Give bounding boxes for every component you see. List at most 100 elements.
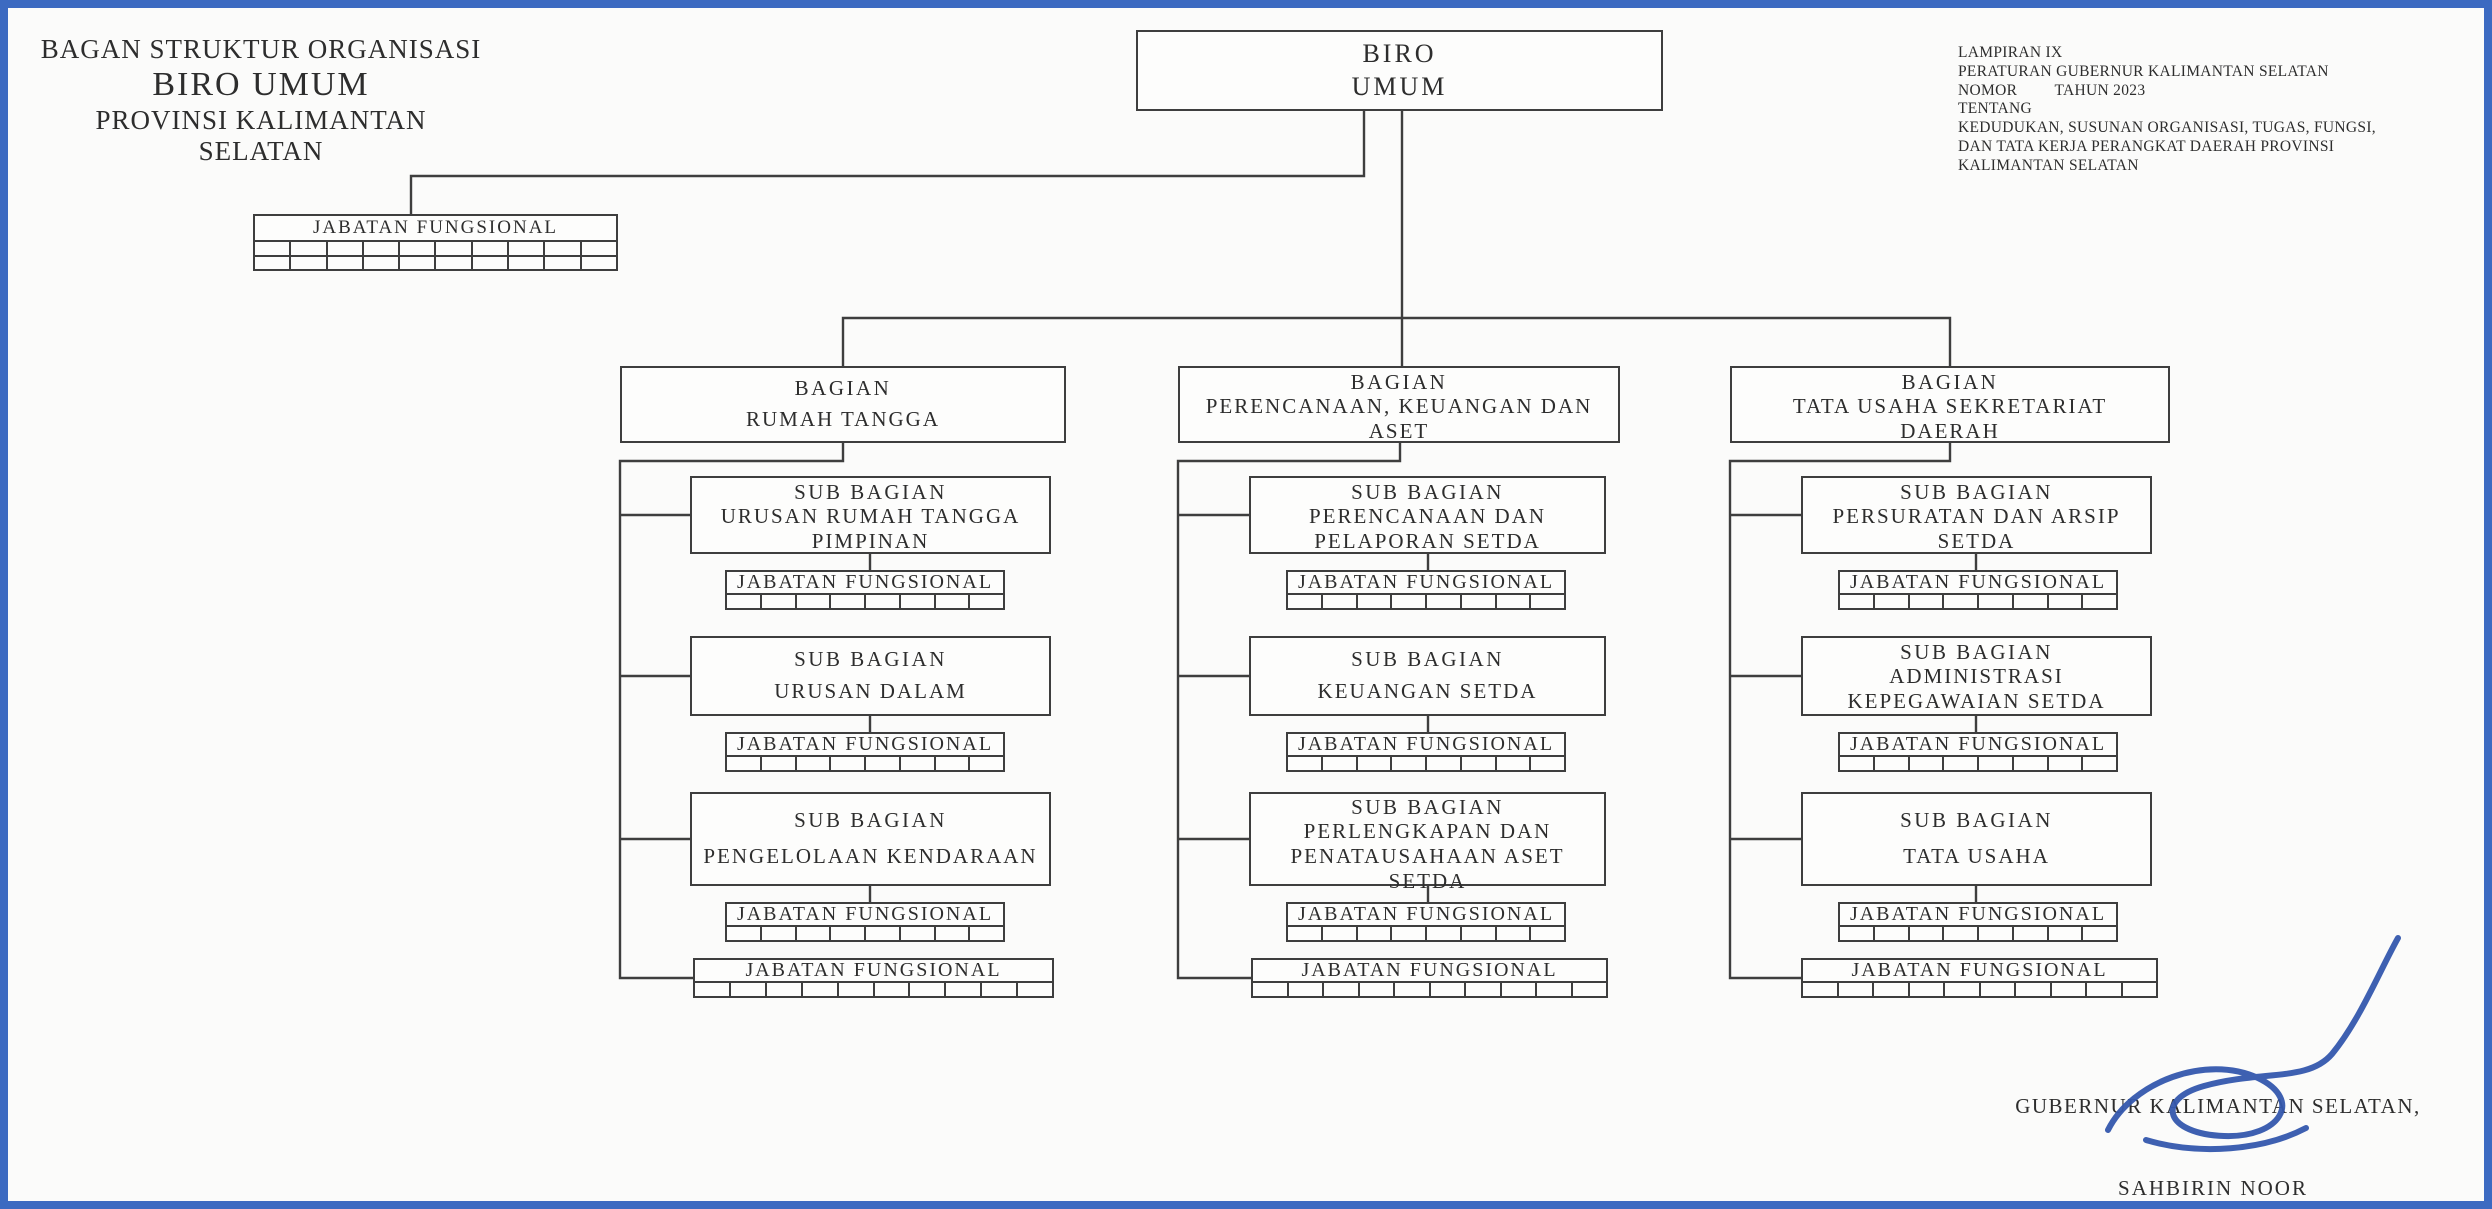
jabatan-cell	[579, 242, 616, 255]
jabatan-fungsional-label: JABATAN FUNGSIONAL	[727, 904, 1003, 927]
jabatan-cell	[1836, 983, 1873, 996]
sub-bagian-name: TATA USAHA	[1903, 844, 2050, 869]
jabatan-cell	[759, 757, 795, 770]
connector-bagian-branch	[841, 316, 1952, 366]
jabatan-cell	[1494, 757, 1530, 770]
chart-title: BAGAN STRUKTUR ORGANISASI BIRO UMUM PROV…	[36, 34, 486, 167]
jabatan-cell	[2014, 983, 2050, 996]
jabatan-cell	[728, 983, 765, 996]
jabatan-cell	[872, 983, 909, 996]
jabatan-cell	[1529, 595, 1564, 608]
bagian-box: BAGIAN TATA USAHA SEKRETARIAT DAERAH	[1730, 366, 2170, 443]
bagian-title: BAGIAN	[1350, 370, 1448, 394]
jabatan-cell	[1459, 757, 1495, 770]
biro-umum-line1: BIRO	[1362, 38, 1437, 68]
jabatan-cell	[543, 256, 579, 269]
jabatan-cell	[968, 757, 1003, 770]
jabatan-cell-row	[727, 757, 1003, 770]
jabatan-cell	[543, 242, 579, 255]
jabatan-cell	[1977, 757, 2012, 770]
connector-root-to-jabatan	[409, 111, 1366, 214]
jabatan-cell	[398, 256, 434, 269]
jabatan-cell	[1942, 927, 1977, 940]
jabatan-cell	[579, 256, 616, 269]
jabatan-cell	[434, 256, 470, 269]
jabatan-fungsional-label: JABATAN FUNGSIONAL	[1840, 572, 2116, 595]
sub-bagian-name: PERSURATAN DAN ARSIP SETDA	[1832, 504, 2121, 553]
biro-umum-box: BIRO UMUM	[1136, 30, 1663, 111]
jabatan-cell	[1907, 757, 1943, 770]
jabatan-cell	[1872, 757, 1908, 770]
sub-bagian-title: SUB BAGIAN	[794, 808, 947, 833]
jabatan-cell	[933, 595, 969, 608]
jabatan-cell	[1907, 983, 1944, 996]
jabatan-cell	[2011, 595, 2047, 608]
jabatan-cell-row	[1840, 757, 2116, 770]
jabatan-cell	[325, 256, 362, 269]
jabatan-cell	[1535, 983, 1571, 996]
jabatan-cell	[1425, 757, 1460, 770]
jabatan-cell	[864, 595, 899, 608]
jabatan-fungsional-label: JABATAN FUNGSIONAL	[255, 216, 616, 242]
jabatan-cell	[1907, 927, 1943, 940]
jabatan-cell	[980, 983, 1016, 996]
jabatan-cell	[829, 757, 864, 770]
jabatan-cell	[1872, 983, 1908, 996]
sub-bagian-title: SUB BAGIAN	[1351, 480, 1504, 504]
bagian-name: RUMAH TANGGA	[745, 406, 941, 431]
jabatan-cell	[1357, 983, 1394, 996]
jabatan-fungsional-label: JABATAN FUNGSIONAL	[1253, 960, 1606, 983]
jabatan-cell	[1355, 595, 1391, 608]
chart-title-line3: PROVINSI KALIMANTAN SELATAN	[95, 105, 427, 166]
jabatan-cell-row	[1288, 757, 1564, 770]
jabatan-cell	[898, 757, 934, 770]
lampiran-line: KEDUDUKAN, SUSUNAN ORGANISASI, TUGAS, FU…	[1958, 119, 2376, 137]
jabatan-cell	[1977, 927, 2012, 940]
sub-bagian-box: SUB BAGIAN KEUANGAN SETDA	[1249, 636, 1606, 716]
jabatan-cell	[933, 757, 969, 770]
bagian-box: BAGIAN PERENCANAAN, KEUANGAN DAN ASET	[1178, 366, 1620, 443]
jabatan-cell	[398, 242, 434, 255]
jabatan-fungsional-box: JABATAN FUNGSIONAL	[725, 732, 1005, 772]
sub-bagian-box: SUB BAGIAN PERENCANAAN DAN PELAPORAN SET…	[1249, 476, 1606, 554]
jabatan-cell-row	[1288, 595, 1564, 608]
sub-bagian-title: SUB BAGIAN	[1351, 647, 1504, 672]
sub-bagian-name: URUSAN RUMAH TANGGA PIMPINAN	[720, 504, 1021, 553]
sub-bagian-name: PERENCANAAN DAN PELAPORAN SETDA	[1308, 504, 1547, 553]
jabatan-cell	[1428, 983, 1465, 996]
jabatan-cell	[2120, 983, 2157, 996]
jabatan-cell-row	[695, 983, 1052, 996]
jabatan-fungsional-label: JABATAN FUNGSIONAL	[727, 734, 1003, 757]
jabatan-cell	[794, 927, 830, 940]
jabatan-cell	[1393, 983, 1429, 996]
connector-lines	[409, 111, 1978, 980]
sub-bagian-title: SUB BAGIAN	[1900, 808, 2053, 833]
jabatan-cell	[1320, 757, 1356, 770]
jabatan-fungsional-box: JABATAN FUNGSIONAL	[1801, 958, 2158, 998]
jabatan-cell	[1286, 983, 1323, 996]
jabatan-cell	[1529, 757, 1564, 770]
sub-bagian-name: ADMINISTRASI KEPEGAWAIAN SETDA	[1847, 664, 2106, 713]
sub-bagian-name: KEUANGAN SETDA	[1317, 678, 1538, 703]
jabatan-fungsional-box: JABATAN FUNGSIONAL	[725, 902, 1005, 942]
jabatan-cell	[1499, 983, 1536, 996]
jabatan-cell	[1320, 927, 1356, 940]
jabatan-fungsional-box: JABATAN FUNGSIONAL	[1251, 958, 1608, 998]
jabatan-cell	[1355, 757, 1391, 770]
jabatan-fungsional-box: JABATAN FUNGSIONAL	[725, 570, 1005, 610]
jabatan-cell	[968, 927, 1003, 940]
bagian-title: BAGIAN	[1901, 370, 1999, 394]
chart-title-line2: BIRO UMUM	[152, 66, 370, 103]
jabatan-cell	[2011, 757, 2047, 770]
chart-title-line1: BAGAN STRUKTUR ORGANISASI	[40, 34, 482, 64]
jabatan-fungsional-box: JABATAN FUNGSIONAL	[1838, 902, 2118, 942]
jabatan-cell	[1872, 595, 1908, 608]
signature-scribble	[2105, 935, 2401, 1153]
lampiran-line: PERATURAN GUBERNUR KALIMANTAN SELATAN	[1958, 62, 2329, 80]
jabatan-cell	[764, 983, 801, 996]
jabatan-cell	[1977, 595, 2012, 608]
jabatan-cell	[1943, 983, 1979, 996]
sub-bagian-box: SUB BAGIAN URUSAN DALAM	[690, 636, 1051, 716]
jabatan-cell	[507, 242, 543, 255]
sub-bagian-box: SUB BAGIAN PERSURATAN DAN ARSIP SETDA	[1801, 476, 2152, 554]
